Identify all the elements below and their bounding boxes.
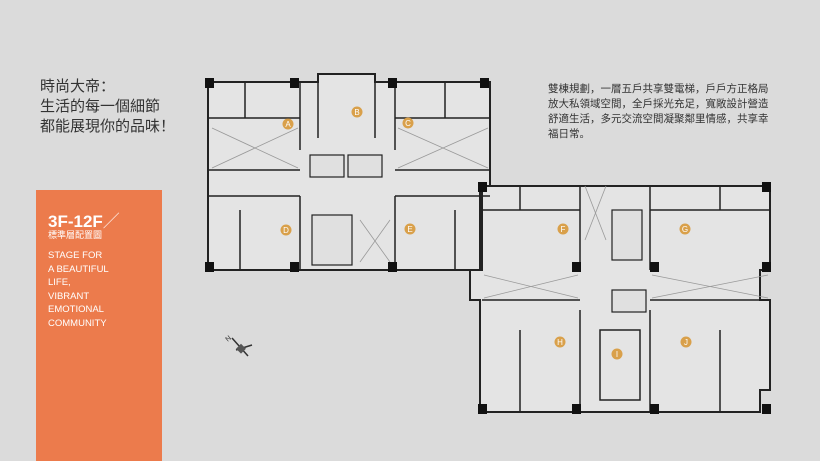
svg-text:C: C: [405, 119, 411, 128]
slogan-line: 時尚大帝：: [40, 77, 116, 95]
slogan: 時尚大帝： 生活的每一個細節 都能展現你的品味！: [40, 76, 175, 136]
unit-marker-e: E: [404, 223, 416, 235]
unit-marker-b: B: [351, 106, 363, 118]
slogan-line: 都能展現你的品味！: [40, 117, 176, 135]
description: 雙棟規劃，一層五戶共享雙電梯，戶戶方正格局放大私領域空間，全戶採光充足，寬敞設計…: [548, 83, 769, 140]
svg-text:A: A: [285, 120, 291, 129]
svg-text:B: B: [354, 108, 359, 117]
unit-marker-d: D: [280, 224, 292, 236]
unit-marker-g: G: [679, 223, 691, 235]
tagline-line: LIFE,: [48, 277, 71, 288]
unit-markers: A B C D E F G H I J: [280, 106, 692, 360]
slogan-line: 生活的每一個細節: [40, 97, 161, 115]
svg-text:J: J: [684, 338, 688, 347]
unit-marker-i: I: [611, 348, 623, 360]
unit-marker-j: J: [680, 336, 692, 348]
svg-text:E: E: [407, 225, 412, 234]
compass-icon: N: [225, 335, 253, 357]
floor-info-panel: 3F-12F／ 標準層配置圖 STAGE FOR A BEAUTIFUL LIF…: [36, 190, 162, 461]
tagline: STAGE FOR A BEAUTIFUL LIFE, VIBRANT EMOT…: [48, 249, 158, 330]
svg-text:D: D: [283, 226, 289, 235]
svg-text:N: N: [225, 335, 233, 344]
svg-text:I: I: [616, 350, 618, 359]
unit-marker-h: H: [554, 336, 566, 348]
svg-text:F: F: [561, 225, 566, 234]
tagline-line: EMOTIONAL: [48, 304, 104, 315]
tagline-line: VIBRANT: [48, 290, 90, 302]
unit-marker-f: F: [557, 223, 569, 235]
tagline-line: COMMUNITY: [48, 317, 107, 329]
unit-marker-a: A: [282, 118, 294, 130]
tagline-line: A BEAUTIFUL: [48, 263, 109, 275]
floor-range: 3F-12F／: [48, 212, 120, 231]
unit-marker-c: C: [402, 117, 414, 129]
svg-text:H: H: [557, 338, 563, 347]
svg-text:G: G: [682, 225, 688, 234]
tagline-line: STAGE FOR: [48, 250, 103, 261]
panel-subtitle: 標準層配置圖: [48, 231, 103, 241]
